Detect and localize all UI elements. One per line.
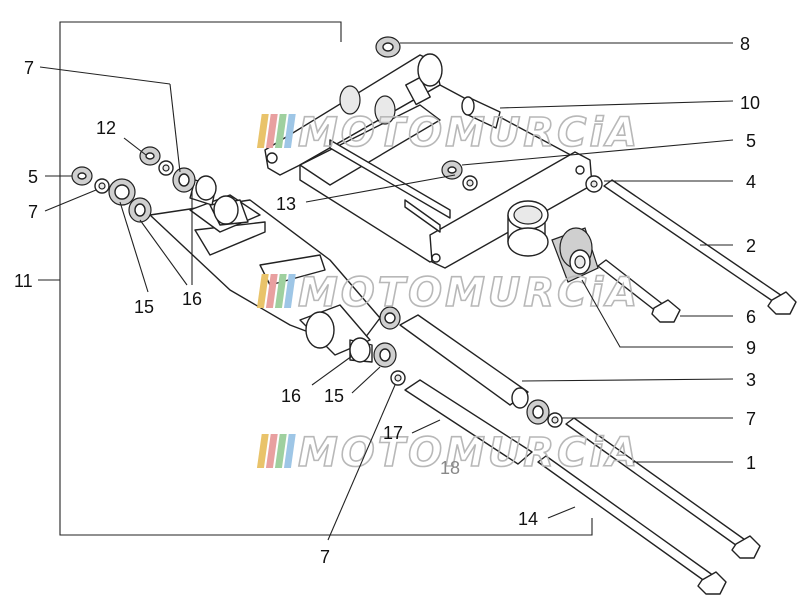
callout-7-right: 7 (746, 409, 756, 429)
watermark-text: MOTOMURCiA (298, 270, 640, 316)
washer-7-right-part (526, 399, 563, 428)
callout-10: 10 (740, 93, 760, 113)
callout-16-left: 16 (182, 289, 202, 309)
watermark-stripe-1 (256, 114, 269, 148)
leader-7d (39, 66, 171, 85)
callout-18: 18 (440, 458, 460, 478)
assembly-bracket (59, 21, 593, 536)
leader-9 (581, 279, 733, 348)
callout-16-right: 16 (281, 386, 301, 406)
callout-1: 1 (746, 453, 756, 473)
callout-13: 13 (276, 194, 296, 214)
leader-10 (499, 100, 734, 109)
bolt-2-part (603, 179, 797, 315)
watermark-stripe-3 (274, 434, 287, 468)
watermark-stripe-1 (256, 434, 269, 468)
leader-lines (38, 42, 734, 541)
spacer-tube-17-part (404, 379, 533, 465)
leader-7d-down (169, 83, 181, 173)
watermark-stripe-2 (265, 434, 278, 468)
silent-block-9-part (551, 227, 599, 283)
leader-16b (311, 355, 353, 386)
leader-17 (411, 419, 441, 434)
bearings-15-left (108, 178, 152, 223)
washer-4-part (585, 175, 603, 193)
leader-13 (305, 174, 456, 203)
nut-8-part (375, 36, 401, 58)
watermark-stripe-4 (283, 434, 296, 468)
leader-15b (351, 366, 381, 394)
bolt-6-part (597, 259, 681, 323)
callout-7-left: 7 (28, 202, 38, 222)
bushes-16-right (349, 306, 406, 386)
leader-15a (119, 201, 149, 293)
callout-11: 11 (14, 271, 33, 291)
watermark-top: MOTOMURCiA (256, 109, 640, 157)
callout-15-right: 15 (324, 386, 344, 406)
callout-8: 8 (740, 34, 750, 54)
nut-12-part (139, 146, 196, 193)
watermark-stripe-4 (283, 274, 296, 308)
callout-labels: 8 10 5 4 2 6 9 3 7 1 14 7 15 16 17 18 13… (14, 34, 760, 567)
callout-2: 2 (746, 236, 756, 256)
watermark-middle: MOTOMURCiA (256, 269, 640, 317)
callout-7-top: 7 (24, 58, 34, 78)
leader-16a-2 (139, 219, 188, 286)
watermark-stripe-2 (265, 114, 278, 148)
leader-3 (521, 378, 734, 382)
watermark-text: MOTOMURCiA (298, 110, 640, 156)
spacer-10-part (461, 96, 501, 129)
callout-7-bottom: 7 (320, 547, 330, 567)
leader-7c (44, 189, 97, 212)
bushes-16-left (189, 175, 249, 226)
watermark-text: MOTOMURCiA (298, 430, 640, 476)
nut-13-part (441, 160, 478, 191)
watermark-stripe-1 (256, 274, 269, 308)
callout-12: 12 (96, 118, 116, 138)
watermark-stripe-4 (283, 114, 296, 148)
callout-15-left: 15 (134, 297, 154, 317)
leader-5a (461, 139, 734, 166)
callout-9: 9 (746, 338, 756, 358)
nut-5-left-part (71, 166, 110, 194)
watermark-stripe-3 (274, 274, 287, 308)
leader-14 (547, 506, 576, 519)
leader-12 (123, 137, 147, 156)
spacer-tube-3-part (399, 314, 529, 409)
callout-6: 6 (746, 307, 756, 327)
callout-17: 17 (383, 423, 403, 443)
bolt-1-part (565, 417, 761, 559)
watermark-bottom: MOTOMURCiA (256, 429, 640, 477)
watermark-stripe-2 (265, 274, 278, 308)
callout-4: 4 (746, 172, 756, 192)
frame-bush (507, 200, 549, 257)
callout-5: 5 (746, 131, 756, 151)
callout-3: 3 (746, 370, 756, 390)
watermark-stripe-3 (274, 114, 287, 148)
bolt-14-part (537, 455, 727, 595)
callout-5-left: 5 (28, 167, 38, 187)
leader-7b (327, 384, 396, 541)
callout-14: 14 (518, 509, 538, 529)
